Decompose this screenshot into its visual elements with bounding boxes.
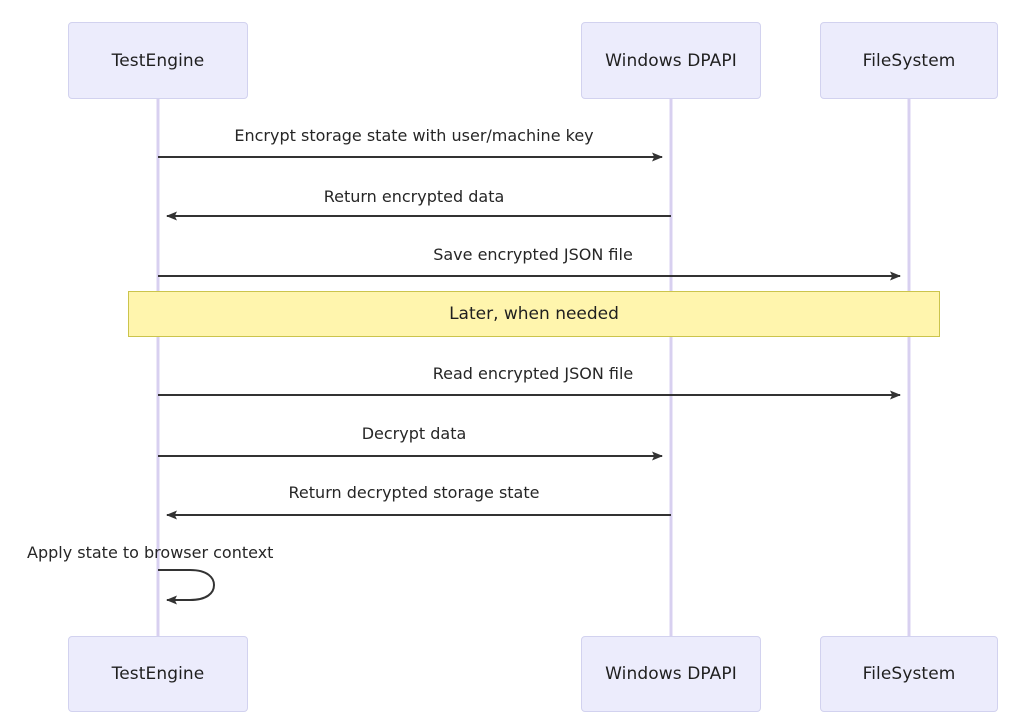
participant-label-testengine-top: TestEngine	[111, 50, 205, 71]
message-label-1: Encrypt storage state with user/machine …	[234, 126, 594, 145]
lifelines	[156, 99, 911, 637]
message-label-4: Read encrypted JSON file	[432, 364, 634, 383]
message-arrows	[158, 152, 901, 520]
participant-label-filesystem-bottom: FileSystem	[862, 664, 956, 684]
participant-label-dpapi-bottom: Windows DPAPI	[605, 664, 737, 684]
message-label-6: Return decrypted storage state	[288, 483, 540, 502]
message-label-2: Return encrypted data	[323, 187, 505, 206]
participant-box-testengine-bottom[interactable]: TestEngine	[68, 636, 248, 712]
note-label: Later, when needed	[449, 304, 619, 324]
message-label-5: Decrypt data	[361, 424, 467, 443]
self-message-label: Apply state to browser context	[27, 543, 274, 562]
participant-box-dpapi-top[interactable]: Windows DPAPI	[581, 22, 761, 99]
participant-label-filesystem-top: FileSystem	[862, 50, 956, 71]
participant-box-filesystem-bottom[interactable]: FileSystem	[820, 636, 998, 712]
participant-box-dpapi-bottom[interactable]: Windows DPAPI	[581, 636, 761, 712]
participant-label-testengine-bottom: TestEngine	[111, 664, 205, 684]
self-message-loop	[158, 569, 216, 605]
participant-box-filesystem-top[interactable]: FileSystem	[820, 22, 998, 99]
participant-label-dpapi-top: Windows DPAPI	[605, 50, 737, 71]
note-later-when-needed: Later, when needed	[128, 291, 940, 337]
message-label-3: Save encrypted JSON file	[433, 245, 633, 264]
participant-box-testengine-top[interactable]: TestEngine	[68, 22, 248, 99]
